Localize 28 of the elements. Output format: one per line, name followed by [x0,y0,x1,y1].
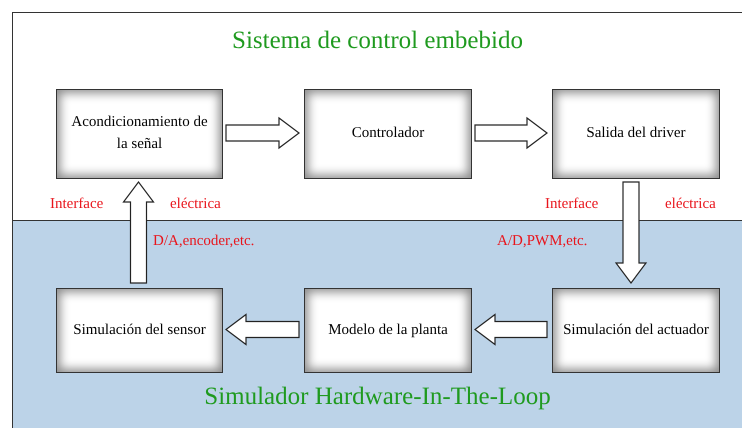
interface-label: Interface [50,196,104,213]
region-band [12,220,742,428]
box-label: Acondicionamiento de la señal [70,113,209,154]
box-label: Simulación del sensor [72,320,207,340]
process-box [552,288,720,373]
block-arrow [225,116,300,150]
interface-label: D/A,encoder,etc. [153,233,254,250]
box-label: Salida del driver [585,124,687,144]
box-label: Controlador [350,124,426,144]
interface-label: eléctrica [665,196,716,213]
process-box [552,89,720,179]
block-arrow [122,181,155,284]
box-label: Modelo de la planta [327,320,449,340]
block-arrow [474,116,548,150]
process-box [304,89,472,179]
band-title: Simulador Hardware-In-The-Loop [203,383,552,411]
region-band [12,12,742,220]
block-arrow [614,181,648,284]
interface-label: A/D,PWM,etc. [497,233,588,250]
box-label: Simulación del actuador [562,320,710,340]
process-box [56,288,223,373]
block-arrow [474,313,548,346]
interface-label: eléctrica [170,196,221,213]
interface-label: Interface [545,196,598,213]
process-box [304,288,472,373]
block-arrow [225,313,300,346]
band-title: Sistema de control embebido [231,27,524,55]
process-box [56,89,223,179]
